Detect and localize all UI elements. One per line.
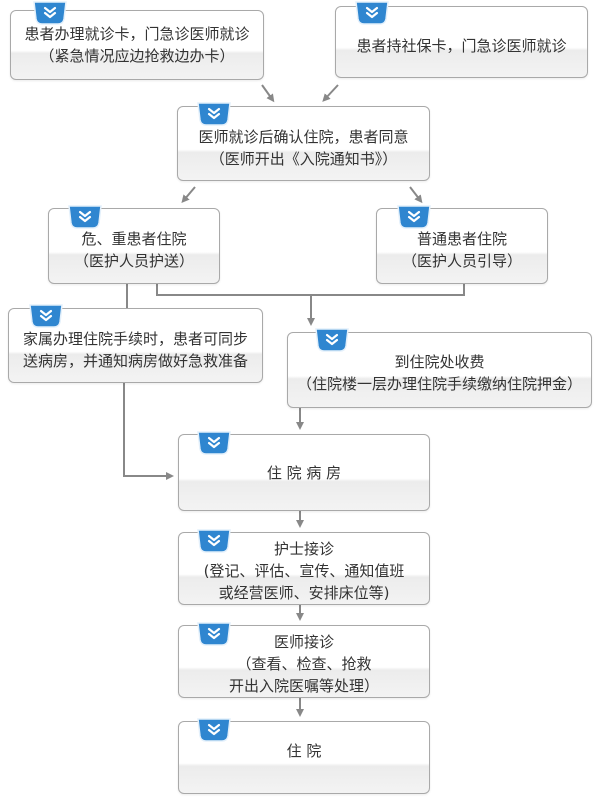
node-ward-line-1: 住 院 病 房 — [266, 463, 342, 482]
double-chevron-down-icon — [197, 718, 231, 742]
node-doctor: 医师接诊 （查看、检查、抢救 开出入院医嘱等处理） — [178, 625, 430, 698]
node-doctor-line-1: 医师接诊 — [273, 632, 334, 651]
node-normal-line-1: 普通患者住院 — [416, 230, 507, 248]
node-confirm-line-1: 医师就诊后确认住院，患者同意 — [198, 127, 409, 146]
double-chevron-down-icon — [197, 431, 231, 455]
node-card-visit-line-2: （紧急情况应边抢救边办卡） — [39, 47, 235, 65]
node-confirm: 医师就诊后确认住院，患者同意 （医师开出《入院通知书》） — [177, 106, 430, 181]
arrow-card-to-confirm — [261, 84, 275, 103]
node-card-visit-line-1: 患者办理就诊卡，门急诊医师就诊 — [24, 25, 250, 43]
line-merge-to-cashier — [156, 284, 465, 296]
arrow-confirm-to-normal — [409, 186, 423, 204]
node-critical-line-1: 危、重患者住院 — [81, 230, 187, 248]
node-critical-line-2: （医护人员护送） — [73, 252, 194, 270]
double-chevron-down-icon — [355, 1, 389, 25]
node-confirm-line-2: （医师开出《入院通知书》） — [209, 149, 398, 168]
node-cashier-line-2: （住院楼一层办理住院手续缴纳住院押金） — [296, 375, 582, 393]
double-chevron-down-icon — [197, 529, 231, 553]
node-insurance-visit: 患者持社保卡，门急诊医师就诊 — [335, 6, 588, 78]
double-chevron-down-icon — [68, 205, 102, 229]
double-chevron-down-icon — [197, 102, 231, 126]
node-doctor-line-2: （查看、检查、抢救 — [236, 654, 372, 673]
node-nurse-line-3: 或经营医师、安排床位等) — [218, 583, 390, 602]
node-insurance-visit-line-1: 患者持社保卡，门急诊医师就诊 — [356, 37, 567, 55]
double-chevron-down-icon — [33, 1, 67, 25]
node-family-line-2: 送病房，并通知病房做好急救准备 — [22, 351, 248, 370]
double-chevron-down-icon — [29, 304, 63, 328]
double-chevron-down-icon — [397, 205, 431, 229]
node-nurse-line-2: (登记、评估、宣传、通知值班 — [203, 561, 405, 580]
double-chevron-down-icon — [315, 328, 349, 352]
arrow-confirm-to-critical — [181, 186, 196, 204]
arrow-family-to-ward — [123, 383, 174, 480]
node-admitted-line-1: 住 院 — [286, 741, 322, 760]
node-normal-line-2: （医护人员引导） — [401, 252, 522, 270]
node-family: 家属办理住院手续时，患者可同步 送病房，并通知病房做好急救准备 — [8, 308, 263, 383]
node-nurse-line-1: 护士接诊 — [273, 539, 334, 558]
node-doctor-line-3: 开出入院医嘱等处理） — [228, 676, 379, 695]
node-card-visit: 患者办理就诊卡，门急诊医师就诊 （紧急情况应边抢救边办卡） — [10, 10, 264, 80]
arrow-insurance-to-confirm — [322, 84, 339, 102]
double-chevron-down-icon — [197, 622, 231, 646]
node-cashier-line-1: 到住院处收费 — [394, 353, 485, 371]
node-family-line-1: 家属办理住院手续时，患者可同步 — [22, 329, 248, 348]
